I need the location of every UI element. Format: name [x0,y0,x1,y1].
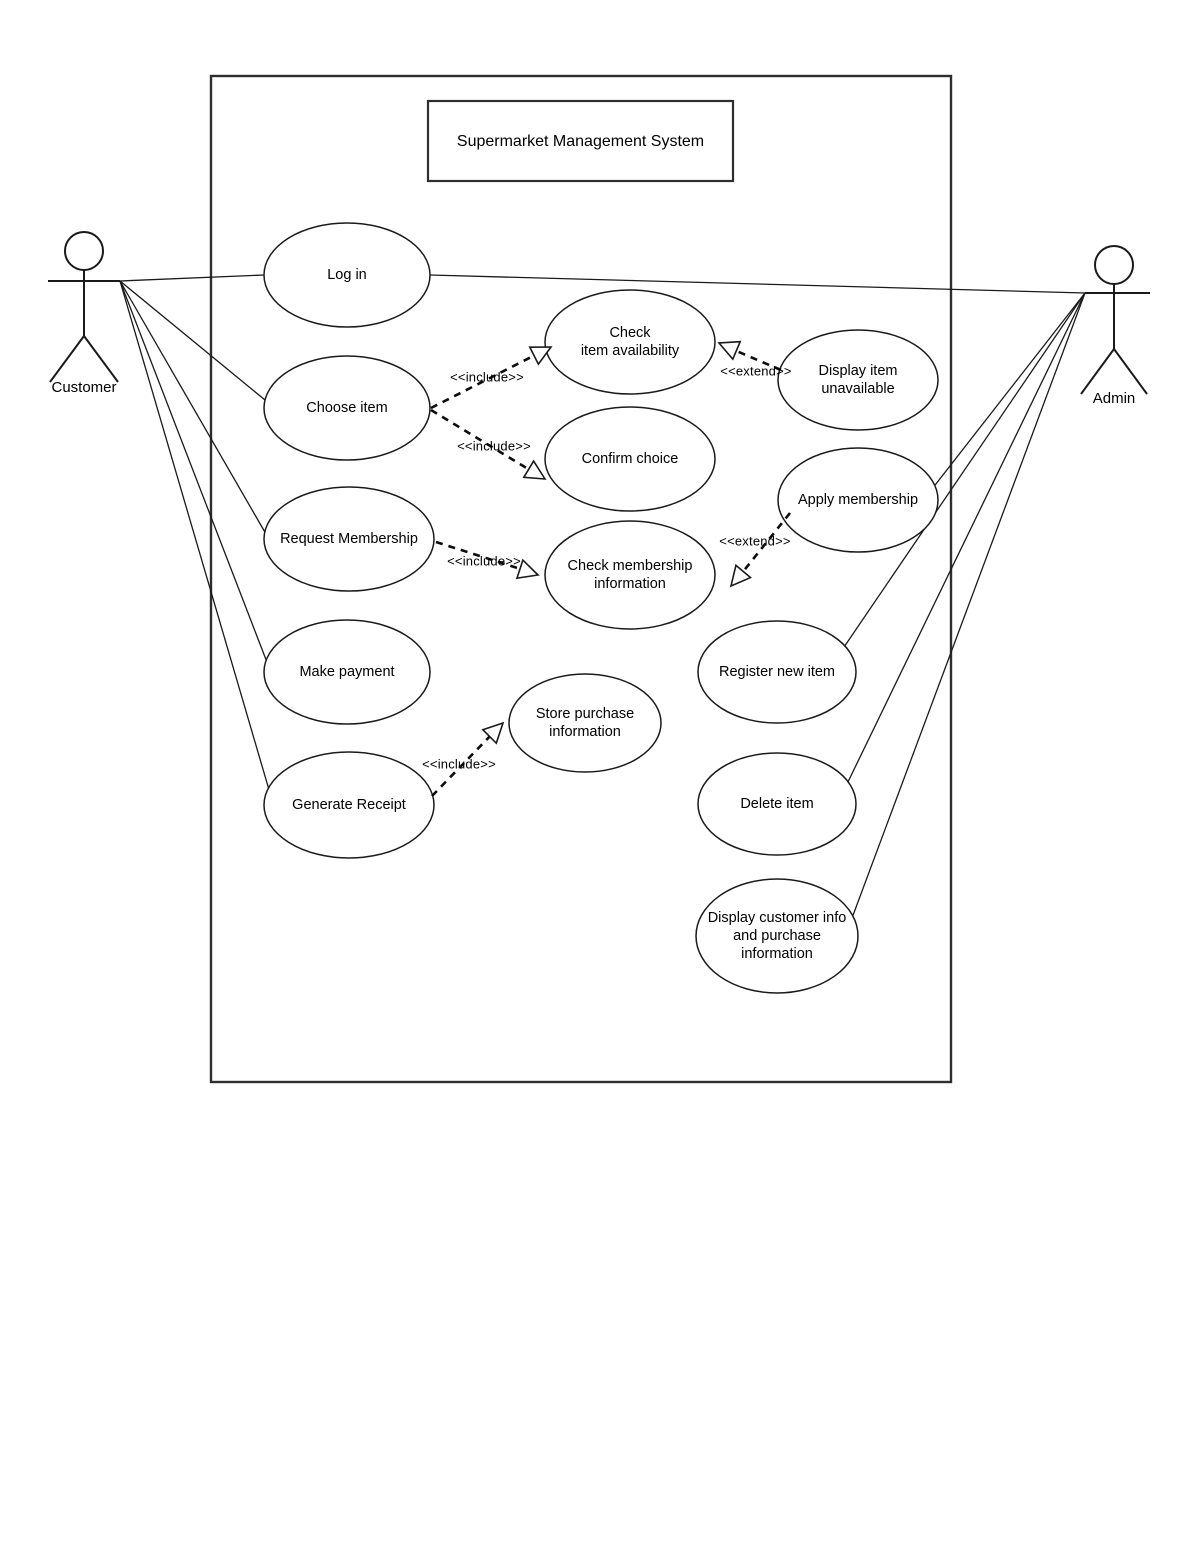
association-line-customer-choose-item [119,280,266,401]
use-case-label-display-customer-info: Display customer info [708,910,847,926]
use-case-ellipse-generate-receipt[interactable] [263,751,435,859]
use-case-ellipse-login[interactable] [263,222,431,328]
dependency-stereotype-generate-receipt-includes-store-purchase-information: <<include>> [422,756,496,771]
use-case-store-purchase-information[interactable]: Store purchase information [508,673,662,773]
use-case-label-choose-item: Choose item [306,400,387,416]
dependency-display-item-unavailable-extends-check-item-availability: <<extend>> [717,340,792,378]
use-case-label-store-purchase-information: information [549,724,621,740]
use-case-confirm-choice[interactable]: Confirm choice [544,406,716,512]
dependency-arrowhead-request-membership-includes-check-membership-information [515,558,540,580]
use-case-label-display-item-unavailable: unavailable [821,381,894,397]
dependency-stereotype-choose-item-includes-check-item-availability: <<include>> [450,369,524,384]
use-case-check-item-availability[interactable]: Check item availability [544,289,716,395]
use-case-label-check-item-availability: Check [609,325,651,341]
association-group [119,274,1086,919]
dependency-arrowhead-generate-receipt-includes-store-purchase-information [481,721,505,745]
actor-admin[interactable]: Admin [1080,245,1150,407]
association-line-admin-delete-item [845,292,1086,787]
use-case-label-make-payment: Make payment [299,664,394,680]
dependency-arrowhead-apply-membership-extends-check-membership-information [729,563,752,588]
use-case-ellipse-store-purchase-information[interactable] [508,673,662,773]
use-case-choose-item[interactable]: Choose item [263,355,431,461]
use-case-ellipse-confirm-choice[interactable] [544,406,716,512]
use-case-ellipse-check-membership-information[interactable] [544,520,716,630]
dependency-line-generate-receipt-includes-store-purchase-information [431,729,497,797]
use-case-check-membership-information[interactable]: Check membership information [544,520,716,630]
use-case-ellipse-delete-item[interactable] [697,752,857,856]
use-case-ellipse-register-new-item[interactable] [697,620,857,724]
dependency-stereotype-display-item-unavailable-extends-check-item-availability: <<extend>> [720,363,791,378]
use-case-label-generate-receipt: Generate Receipt [292,797,406,813]
use-case-ellipse-display-customer-info[interactable] [695,878,859,994]
use-case-label-login: Log in [327,267,367,283]
use-case-login[interactable]: Log in [263,222,431,328]
use-case-ellipse-check-item-availability[interactable] [544,289,716,395]
actor-leg-right-customer [83,335,119,383]
actor-label-customer: Customer [51,379,116,396]
association-line-customer-login [119,274,265,282]
dependency-line-display-item-unavailable-extends-check-item-availability [726,345,782,372]
actor-customer[interactable]: Customer [48,231,120,396]
dependency-line-apply-membership-extends-check-membership-information [736,512,792,579]
dependency-generate-receipt-includes-store-purchase-information: <<include>> [422,721,505,797]
actor-head-icon-customer [64,231,104,271]
dependency-line-choose-item-includes-confirm-choice [430,408,539,477]
association-line-customer-make-payment [119,280,271,671]
actor-label-admin: Admin [1093,390,1136,407]
association-line-customer-request-membership [119,280,267,535]
use-case-label-display-item-unavailable: Display item [819,363,898,379]
dependency-line-choose-item-includes-check-item-availability [430,348,546,410]
association-line-admin-display-customer-info [851,292,1086,919]
use-case-label-check-item-availability: item availability [581,343,680,359]
use-case-display-item-unavailable[interactable]: Display item unavailable [777,329,939,431]
association-line-login-admin [429,274,1086,294]
dependency-stereotype-request-membership-includes-check-membership-information: <<include>> [447,553,521,568]
actor-leg-left-customer [49,335,85,383]
use-case-delete-item[interactable]: Delete item [697,752,857,856]
use-case-display-customer-info[interactable]: Display customer info and purchase informa… [695,878,859,994]
use-case-label-delete-item: Delete item [740,796,813,812]
dependency-arrowhead-display-item-unavailable-extends-check-item-availability [717,340,742,361]
use-case-ellipse-request-membership[interactable] [263,486,435,592]
association-line-customer-generate-receipt [119,280,273,801]
actor-leg-left-admin [1080,348,1115,395]
use-case-ellipse-choose-item[interactable] [263,355,431,461]
use-case-label-display-customer-info: information [741,946,813,962]
dependency-line-request-membership-includes-check-membership-information [435,540,531,574]
system-title-box [426,99,735,183]
dependency-request-membership-includes-check-membership-information: <<include>> [435,540,540,580]
dependency-group: <<include>> <<include>> <<include>> <<inclu… [422,340,792,797]
dependency-stereotype-choose-item-includes-confirm-choice: <<include>> [457,438,531,453]
dependency-choose-item-includes-confirm-choice: <<include>> [430,408,547,480]
use-case-ellipse-apply-membership[interactable] [777,447,939,553]
dependency-arrowhead-choose-item-includes-check-item-availability [528,346,553,366]
association-line-admin-register-new-item [841,292,1086,651]
use-case-label-confirm-choice: Confirm choice [582,451,679,467]
use-case-ellipse-display-item-unavailable[interactable] [777,329,939,431]
use-case-label-store-purchase-information: Store purchase [536,706,634,722]
dependency-choose-item-includes-check-item-availability: <<include>> [430,346,553,410]
use-case-label-display-customer-info: and purchase [733,928,821,944]
use-case-apply-membership[interactable]: Apply membership [777,447,939,553]
dependency-apply-membership-extends-check-membership-information: <<extend>> [719,512,792,588]
dependency-arrowhead-choose-item-includes-confirm-choice [522,459,547,480]
system-title-label: Supermarket Management System [457,133,704,150]
use-case-generate-receipt[interactable]: Generate Receipt [263,751,435,859]
use-case-request-membership[interactable]: Request Membership [263,486,435,592]
use-case-register-new-item[interactable]: Register new item [697,620,857,724]
use-case-ellipse-make-payment[interactable] [263,619,431,725]
use-case-make-payment[interactable]: Make payment [263,619,431,725]
actor-leg-right-admin [1113,348,1148,395]
use-case-label-apply-membership: Apply membership [798,492,918,508]
use-case-label-register-new-item: Register new item [719,664,835,680]
dependency-stereotype-apply-membership-extends-check-membership-information: <<extend>> [719,533,790,548]
use-case-label-check-membership-information: information [594,576,666,592]
use-case-label-check-membership-information: Check membership [568,558,693,574]
use-case-label-request-membership: Request Membership [280,531,418,547]
actor-head-icon-admin [1094,245,1134,285]
